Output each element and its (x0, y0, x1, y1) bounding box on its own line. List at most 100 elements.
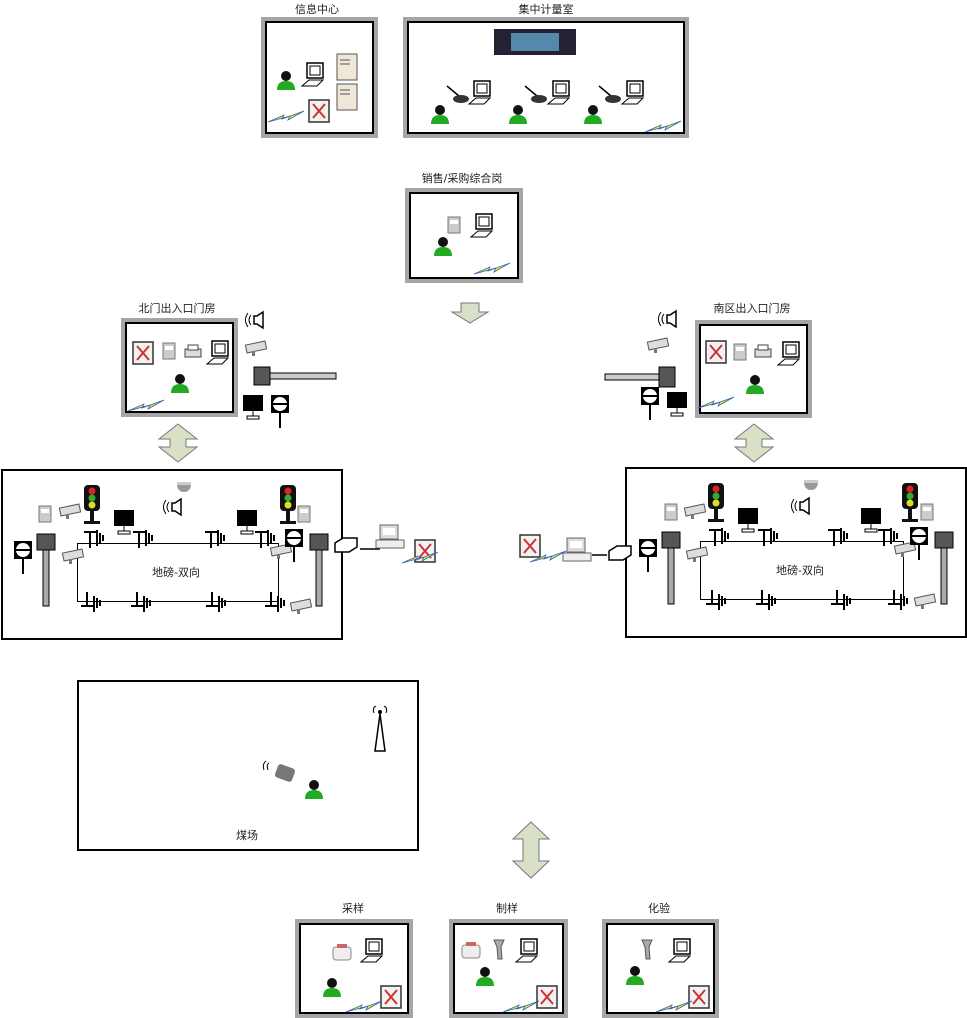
arrow-up-down-icon (733, 423, 775, 467)
firewall-icon (535, 984, 559, 1014)
person-icon (475, 966, 495, 990)
load-cell-icon (204, 528, 226, 554)
person-icon (508, 104, 528, 128)
antenna-icon (370, 703, 390, 759)
network-link-icon (697, 394, 735, 413)
computer-icon (546, 80, 571, 110)
label-sales-purchase: 销售/采购综合岗 (421, 172, 503, 185)
barcode-scanner-icon (640, 938, 654, 964)
label-lab: 化验 (648, 902, 670, 915)
barcode-scanner-icon (492, 938, 506, 964)
label-info-center: 信息中心 (295, 3, 339, 16)
load-cell-icon (80, 590, 102, 616)
person-icon (276, 70, 296, 94)
label-coal-yard: 煤场 (236, 829, 258, 842)
label-south-scale: 地磅-双向 (776, 564, 824, 577)
infrared-sensor-icon (284, 528, 304, 566)
room-north-gate (121, 318, 238, 417)
infrared-sensor-icon (909, 526, 929, 564)
barrier-post-icon (934, 531, 954, 609)
firewall-icon (518, 533, 542, 563)
person-icon (433, 236, 453, 260)
network-link-icon (502, 998, 540, 1017)
camera-icon (646, 337, 672, 357)
camera-icon (289, 598, 315, 618)
camera-icon (893, 541, 919, 561)
room-south-gate (695, 320, 812, 418)
computer-icon (667, 938, 692, 968)
speaker-icon (791, 496, 815, 520)
traffic-light-icon (276, 485, 300, 529)
led-display-icon (236, 509, 258, 539)
card-reader-icon (733, 343, 747, 365)
south-weighbridge (700, 541, 904, 600)
network-link-icon (267, 108, 305, 127)
computer-icon (205, 340, 230, 370)
card-reader-icon (447, 216, 461, 238)
barrier-post-icon (36, 533, 56, 611)
camera-icon (913, 593, 939, 613)
computer-icon (514, 938, 539, 968)
computer-icon (620, 80, 645, 110)
printer-icon (754, 344, 772, 364)
firewall-icon (687, 984, 711, 1014)
label-metering-room: 集中计量室 (518, 3, 574, 16)
load-cell-icon (254, 528, 276, 554)
server-icon (335, 52, 359, 86)
infrared-sensor-icon (13, 540, 33, 578)
label-north-scale: 地磅-双向 (152, 566, 200, 579)
dome-camera-icon (803, 476, 819, 495)
arrow-up-down-icon (157, 423, 199, 467)
load-cell-icon (827, 526, 849, 552)
microphone-icon (445, 84, 469, 108)
led-display-icon (242, 394, 264, 424)
load-cell-icon (264, 590, 286, 616)
person-icon (304, 779, 324, 803)
microphone-icon (523, 84, 547, 108)
infrared-sensor-icon (638, 538, 658, 576)
microphone-icon (597, 84, 621, 108)
computer-icon (467, 80, 492, 110)
load-cell-icon (755, 588, 777, 614)
barrier-gate-icon (253, 366, 337, 390)
label-preparation: 制样 (496, 902, 518, 915)
infrared-sensor-icon (270, 394, 290, 432)
server-icon (335, 82, 359, 116)
barrier-gate-icon (604, 366, 676, 392)
label-printer-icon (332, 943, 352, 965)
load-cell-icon (705, 588, 727, 614)
network-link-icon (345, 998, 383, 1017)
computer-icon (469, 213, 494, 243)
network-link-icon (655, 998, 693, 1017)
camera-icon (269, 543, 295, 563)
card-reader-icon (297, 505, 311, 527)
card-reader-icon (162, 342, 176, 364)
computer-icon (300, 62, 325, 92)
network-link-icon (473, 260, 511, 279)
camera-icon (685, 546, 711, 566)
traffic-light-icon (80, 485, 104, 529)
arrow-down-icon (450, 302, 490, 328)
camera-icon (61, 548, 87, 568)
network-link-icon (644, 118, 682, 137)
label-south-gate: 南区出入口门房 (713, 302, 791, 315)
load-cell-icon (130, 590, 152, 616)
firewall-icon (131, 340, 155, 370)
terminal-icon (562, 537, 592, 567)
person-icon (583, 104, 603, 128)
card-reader-icon (664, 503, 678, 525)
firewall-icon (307, 98, 331, 128)
person-icon (745, 374, 765, 398)
label-printer-icon (461, 941, 481, 963)
person-icon (170, 373, 190, 397)
room-metering (403, 17, 689, 138)
card-reader-icon (38, 505, 52, 527)
load-cell-icon (205, 590, 227, 616)
load-cell-icon (887, 588, 909, 614)
network-link-icon (401, 549, 439, 568)
person-icon (322, 977, 342, 1001)
load-cell-icon (83, 528, 105, 554)
computer-icon (776, 341, 801, 371)
label-sampling: 采样 (342, 902, 364, 915)
